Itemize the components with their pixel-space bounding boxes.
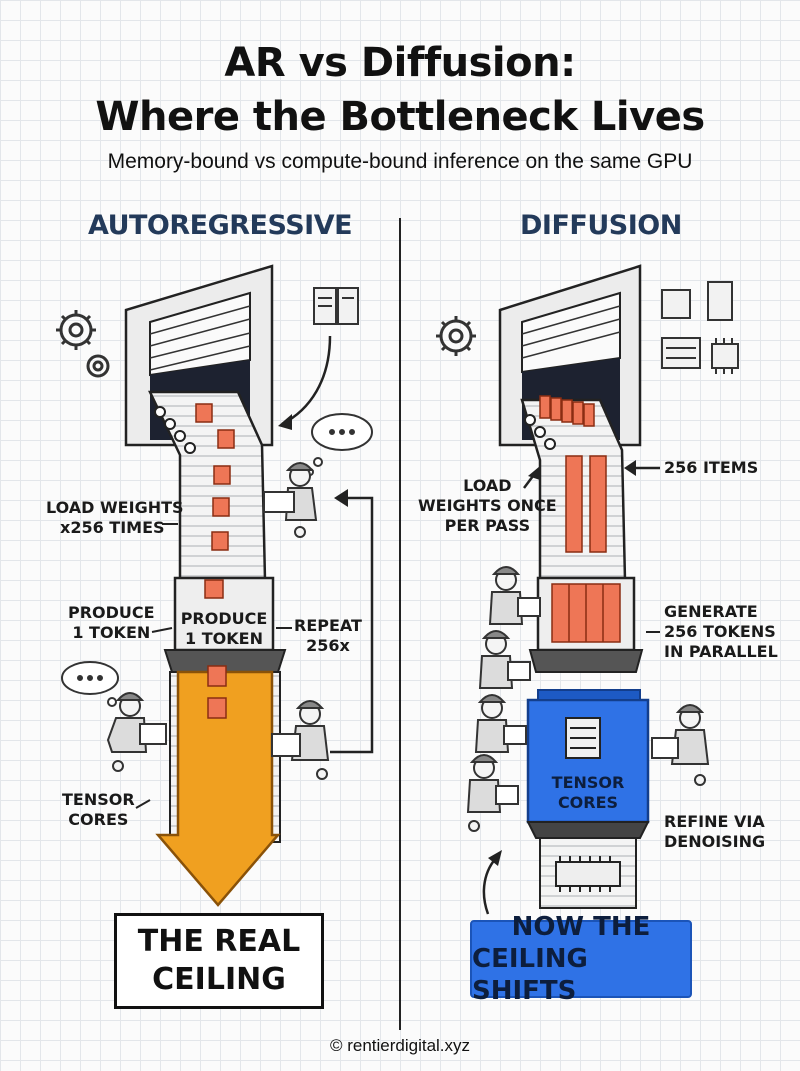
ar-tensor-leader xyxy=(135,799,151,809)
ar-real-ceiling-line-1: THE REAL xyxy=(137,924,301,959)
diffusion-heading: DIFFUSION xyxy=(520,210,682,241)
diff-token-batch-middle xyxy=(565,455,607,553)
ar-token-stream xyxy=(195,403,235,551)
diff-output-chip-icon xyxy=(539,837,637,909)
diff-refine-label: REFINE VIA DENOISING xyxy=(664,812,766,851)
ar-worker-icon-2 xyxy=(106,692,167,772)
ar-produce-box-label: PRODUCE 1 TOKEN xyxy=(180,609,268,648)
ar-worker-icon xyxy=(263,462,318,538)
diff-load-weights-label: LOAD WEIGHTS ONCE PER PASS xyxy=(418,476,557,535)
diff-server-icon xyxy=(661,281,733,369)
diff-token-batch-top xyxy=(539,395,595,427)
ar-tensor-cores-label: TENSOR CORES xyxy=(62,790,135,829)
ar-output-tokens xyxy=(207,665,227,719)
diff-worker-icon-4 xyxy=(466,754,519,832)
ar-real-ceiling-line-2: CEILING xyxy=(152,962,286,997)
autoregressive-heading: AUTOREGRESSIVE xyxy=(88,210,353,241)
diff-shift-arrow-head-icon xyxy=(488,850,502,866)
diff-gear-icon xyxy=(436,316,476,356)
ar-thought-bubble-icon xyxy=(306,413,373,476)
diff-ceiling-line-2: CEILING SHIFTS xyxy=(472,944,588,1006)
ar-worker-icon-3 xyxy=(271,700,330,780)
credit-footer: © rentierdigital.xyz xyxy=(329,1036,471,1055)
ar-produce-token-label: PRODUCE 1 TOKEN xyxy=(68,603,155,642)
diff-tensor-cores-label: TENSOR CORES xyxy=(551,773,625,812)
diff-worker-icon-3 xyxy=(474,694,527,753)
diff-tensor-core-block xyxy=(526,689,650,839)
diff-ceiling-line-1: NOW THE xyxy=(511,912,651,942)
page-subtitle: Memory-bound vs compute-bound inference … xyxy=(107,150,693,173)
ar-real-ceiling-box: THE REAL CEILING xyxy=(114,913,324,1009)
diff-worker-icon-5 xyxy=(651,704,710,786)
ar-server-icon xyxy=(313,287,359,325)
ar-gear-icon xyxy=(56,310,110,378)
diff-generate-label: GENERATE 256 TOKENS IN PARALLEL xyxy=(664,602,778,661)
ar-bottleneck-arrow-icon xyxy=(155,670,281,907)
ar-server-arrow-icon xyxy=(281,335,332,426)
ar-repeat-arrow-head-icon xyxy=(334,489,348,507)
ar-repeat-loop-arrow-icon xyxy=(330,496,374,754)
column-divider xyxy=(399,218,401,1030)
ar-load-weights-label: LOAD WEIGHTS x256 TIMES xyxy=(46,498,184,537)
diff-ceiling-shifts-box: NOW THE CEILING SHIFTS xyxy=(470,912,692,1006)
diff-memory-chip-icon xyxy=(711,338,739,374)
diff-worker-icon-1 xyxy=(488,566,541,625)
ar-produce-station xyxy=(163,576,287,673)
diff-shift-arrow-icon xyxy=(482,855,499,915)
ar-produce-leader xyxy=(151,627,173,633)
diff-load-arrow-head-icon xyxy=(528,466,540,480)
page-title-line-1: AR vs Diffusion: xyxy=(224,40,576,86)
ar-server-arrow-head-icon xyxy=(278,414,292,430)
page-title-line-2: Where the Bottleneck Lives xyxy=(95,94,705,140)
diff-worker-icon-2 xyxy=(478,630,531,689)
diff-generate-station xyxy=(528,576,644,673)
ar-repeat-label: REPEAT 256x xyxy=(294,616,362,655)
ar-thought-bubble-icon-2 xyxy=(61,661,119,707)
diff-chip-icon xyxy=(565,717,601,759)
diff-items-arrow-head-icon xyxy=(624,460,636,476)
diff-items-label: 256 ITEMS xyxy=(664,458,759,477)
